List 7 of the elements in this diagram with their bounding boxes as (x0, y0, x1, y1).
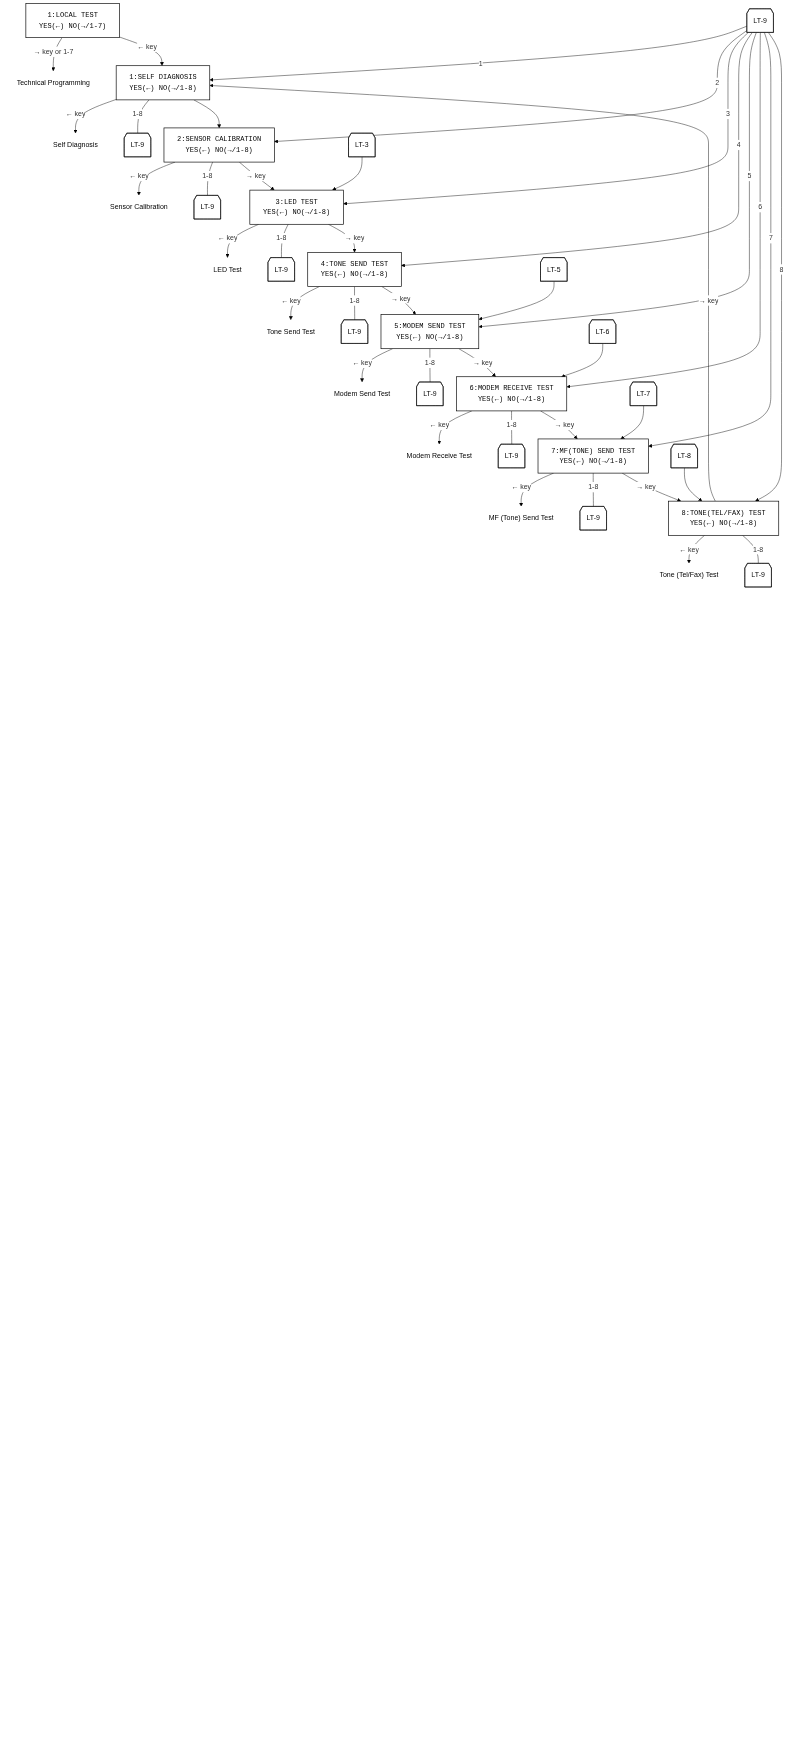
connector (593, 472, 594, 507)
connector (281, 224, 289, 259)
connector (207, 161, 213, 196)
connector (742, 535, 759, 564)
connector (511, 410, 512, 445)
connector (429, 348, 431, 383)
connector (354, 286, 355, 321)
